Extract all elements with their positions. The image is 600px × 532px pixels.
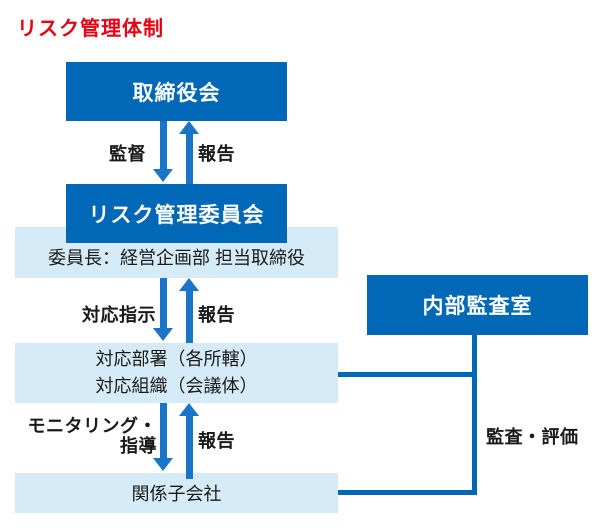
internal-audit-office-box: 内部監査室 bbox=[367, 275, 588, 335]
arrow-shaft bbox=[186, 290, 193, 343]
arrow-head-icon bbox=[153, 458, 173, 471]
subsidiaries-box: 関係子会社 bbox=[15, 473, 338, 513]
arrow-head-icon bbox=[179, 403, 199, 416]
report-up-arrow-top bbox=[179, 121, 200, 184]
report-up-arrow-middle bbox=[179, 278, 200, 343]
board-of-directors-label: 取締役会 bbox=[132, 81, 221, 105]
report-label-bottom: 報告 bbox=[198, 431, 235, 451]
arrow-head-icon bbox=[179, 278, 199, 291]
risk-management-committee-label: リスク管理委員会 bbox=[88, 203, 265, 227]
audit-connector-to-dept-line bbox=[338, 372, 477, 377]
arrow-shaft bbox=[160, 121, 167, 170]
instruction-label: 対応指示 bbox=[82, 305, 156, 325]
report-label-middle: 報告 bbox=[198, 305, 235, 325]
response-dept-line1: 対応部署（各所轄） bbox=[95, 349, 258, 369]
subsidiaries-label: 関係子会社 bbox=[131, 484, 222, 504]
audit-connector-vertical-line bbox=[472, 335, 477, 494]
committee-chair-note-label: 委員長：経営企画部 担当取締役 bbox=[48, 248, 305, 268]
monitoring-label-line1: モニタリング・ bbox=[27, 416, 157, 436]
arrow-head-icon bbox=[179, 121, 199, 134]
internal-audit-office-label: 内部監査室 bbox=[422, 295, 533, 318]
response-dept-line2: 対応組織（会議体） bbox=[95, 376, 258, 396]
instruction-down-arrow bbox=[153, 278, 174, 341]
monitoring-guidance-label: モニタリング・ 指導 bbox=[28, 416, 158, 456]
audit-evaluation-label: 監査・評価 bbox=[486, 427, 579, 447]
page-title: リスク管理体制 bbox=[17, 18, 164, 40]
arrow-shaft bbox=[160, 403, 167, 459]
monitoring-label-line2: 指導 bbox=[120, 436, 157, 456]
risk-management-committee-box: リスク管理委員会 bbox=[66, 184, 287, 243]
audit-connector-to-subsidiary-line bbox=[338, 490, 477, 495]
response-dept-box: 対応部署（各所轄） 対応組織（会議体） bbox=[15, 343, 338, 403]
report-up-arrow-bottom bbox=[179, 403, 200, 479]
supervision-label: 監督 bbox=[109, 144, 146, 164]
arrow-shaft bbox=[186, 133, 193, 184]
arrow-shaft bbox=[186, 415, 193, 479]
supervision-down-arrow bbox=[153, 121, 174, 182]
board-of-directors-box: 取締役会 bbox=[66, 62, 287, 121]
monitoring-down-arrow bbox=[153, 403, 174, 471]
arrow-head-icon bbox=[153, 328, 173, 341]
arrow-head-icon bbox=[153, 169, 173, 182]
arrow-shaft bbox=[160, 278, 167, 329]
report-label-top: 報告 bbox=[198, 144, 235, 164]
